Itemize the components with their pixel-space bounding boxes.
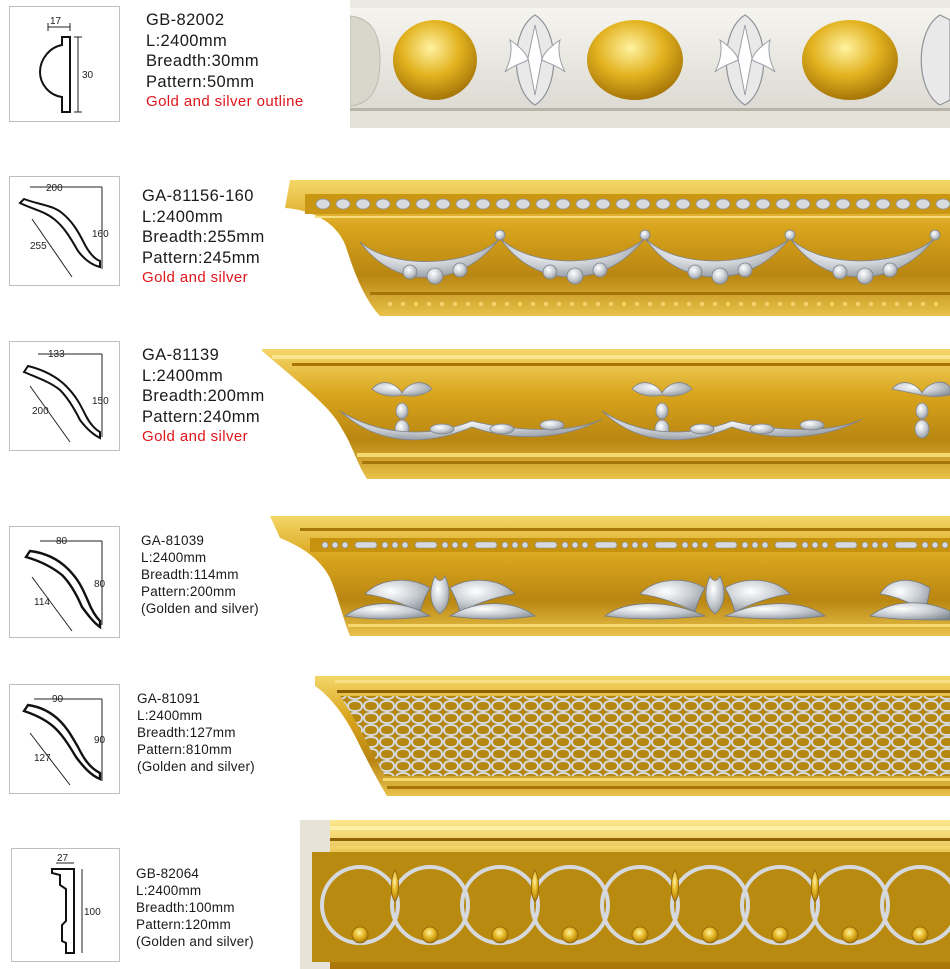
dim-right: 80 [94, 579, 106, 590]
dim-right: 30 [82, 70, 94, 81]
product-code: GA-81156-160 [142, 187, 254, 205]
profile-diagram: 17 30 [9, 6, 120, 122]
product-length: L:2400mm [142, 207, 224, 226]
product-breadth: Breadth:100mm [136, 900, 235, 915]
product-length: L:2400mm [146, 31, 228, 50]
dim-diag: 200 [32, 406, 49, 417]
product-breadth: Breadth:255mm [142, 228, 265, 246]
dim-diag: 255 [30, 241, 47, 252]
product-pattern: Pattern:50mm [146, 72, 255, 91]
product-code: GA-81091 [137, 691, 201, 706]
dim-top: 200 [46, 183, 63, 194]
product-pattern: Pattern:240mm [142, 407, 261, 426]
dim-top: 80 [56, 536, 68, 547]
product-breadth: Breadth:30mm [146, 52, 260, 70]
product-row: 17 30 GB-82002 L:2400mm Breadth:30mm Pat… [0, 0, 950, 140]
product-finish: Gold and silver [142, 269, 249, 286]
product-finish: Gold and silver outline [146, 93, 304, 110]
dim-top: 90 [52, 694, 64, 705]
product-photo [285, 180, 950, 320]
product-finish: (Golden and silver) [137, 759, 255, 774]
product-row: 80 80 114 GA-81039 L:2400mm Breadth:114m… [0, 510, 950, 650]
product-pattern: Pattern:120mm [136, 917, 231, 932]
spec-block: GB-82064 L:2400mm Breadth:100mm Pattern:… [136, 865, 254, 950]
spec-block: GA-81039 L:2400mm Breadth:114mm Pattern:… [141, 532, 259, 617]
product-row: 27 100 GB-82064 L:2400mm Breadth:100mm P… [0, 820, 950, 969]
product-photo [262, 349, 950, 485]
dim-right: 90 [94, 735, 106, 746]
profile-diagram: 90 90 127 [9, 684, 120, 794]
dim-top: 17 [50, 16, 62, 27]
product-row: 133 150 200 GA-81139 L:2400mm Breadth:20… [0, 335, 950, 485]
product-pattern: Pattern:245mm [142, 248, 261, 267]
dim-right: 150 [92, 396, 109, 407]
product-breadth: Breadth:114mm [141, 567, 239, 582]
product-length: L:2400mm [142, 366, 224, 385]
product-photo [270, 516, 950, 642]
dim-right: 160 [92, 229, 109, 240]
product-row: 200 160 255 GA-81156-160 L:2400mm Breadt… [0, 170, 950, 320]
spec-block: GA-81156-160 L:2400mm Breadth:255mm Patt… [142, 186, 265, 289]
product-code: GB-82064 [136, 866, 200, 881]
product-finish: (Golden and silver) [141, 601, 259, 616]
dim-top: 133 [48, 349, 65, 360]
profile-diagram: 27 100 [11, 848, 120, 962]
product-photo [300, 820, 950, 969]
product-breadth: Breadth:127mm [137, 725, 236, 740]
spec-block: GB-82002 L:2400mm Breadth:30mm Pattern:5… [146, 10, 304, 113]
dim-diag: 127 [34, 753, 51, 764]
profile-diagram: 133 150 200 [9, 341, 120, 451]
product-pattern: Pattern:200mm [141, 584, 236, 599]
spec-block: GA-81091 L:2400mm Breadth:127mm Pattern:… [137, 690, 255, 775]
dim-right: 100 [84, 907, 101, 918]
product-photo [315, 676, 950, 802]
product-finish: (Golden and silver) [136, 934, 254, 949]
product-code: GA-81039 [141, 533, 205, 548]
dim-top: 27 [57, 853, 69, 864]
product-row: 90 90 127 GA-81091 L:2400mm Breadth:127m… [0, 670, 950, 810]
profile-diagram: 80 80 114 [9, 526, 120, 638]
product-finish: Gold and silver [142, 428, 249, 445]
product-length: L:2400mm [136, 883, 202, 898]
product-length: L:2400mm [137, 708, 203, 723]
spec-block: GA-81139 L:2400mm Breadth:200mm Pattern:… [142, 345, 265, 448]
product-code: GA-81139 [142, 346, 220, 364]
profile-diagram: 200 160 255 [9, 176, 120, 286]
product-code: GB-82002 [146, 11, 225, 29]
product-breadth: Breadth:200mm [142, 387, 265, 405]
product-length: L:2400mm [141, 550, 207, 565]
dim-diag: 114 [34, 597, 50, 608]
product-photo [350, 0, 950, 130]
product-pattern: Pattern:810mm [137, 742, 232, 757]
